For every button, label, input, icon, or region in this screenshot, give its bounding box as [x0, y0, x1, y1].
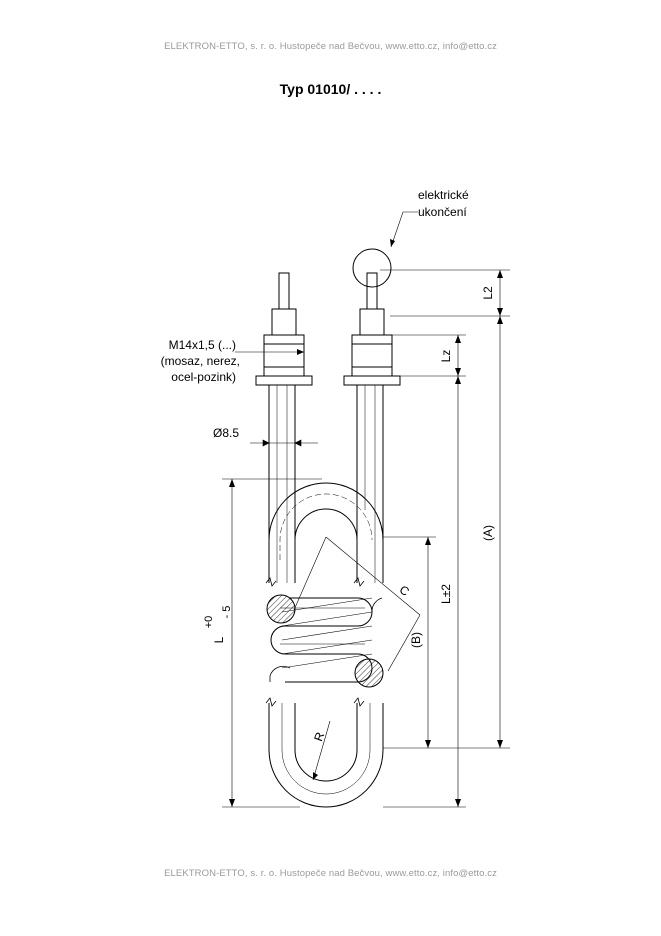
left-flange [255, 375, 313, 386]
Lz-label: Lz [439, 350, 453, 363]
B-label: (B) [409, 632, 423, 648]
page-header: ELEKTRON-ETTO, s. r. o. Hustopeče nad Be… [164, 41, 497, 52]
left-thread-nut [263, 334, 305, 377]
A-label: (A) [481, 525, 495, 541]
right-terminal-pin [366, 272, 378, 310]
right-flange [343, 375, 401, 386]
C-dim-line [325, 536, 421, 616]
terminal-label-1: elektrické [418, 188, 469, 202]
L2-label: L2 [481, 286, 495, 300]
thread-label-3: ocel-pozink) [171, 370, 236, 384]
upper-u-bend [268, 482, 384, 583]
coil-section-right [354, 658, 384, 688]
page-footer: ELEKTRON-ETTO, s. r. o. Hustopeče nad Be… [164, 868, 497, 879]
thread-label-1: M14x1,5 (...) [169, 338, 236, 352]
L-upper-tol-label: +0 [203, 616, 215, 629]
C-label: C [397, 583, 412, 600]
page-title: Typ 01010/ . . . . [279, 81, 382, 97]
left-terminal-pin [278, 272, 290, 310]
diameter-label: Ø8.5 [213, 426, 239, 440]
lower-u-bend [268, 703, 384, 808]
R-dim-line [312, 720, 331, 781]
L-lower-tol-label: - 5 [221, 606, 233, 619]
R-label: R [311, 730, 327, 743]
right-sleeve [359, 308, 385, 336]
L2tol-label: L±2 [439, 584, 453, 604]
left-sleeve [271, 308, 297, 336]
terminal-callout-circle [352, 248, 392, 288]
coil-section-left [266, 594, 296, 624]
L-main-label: L [212, 636, 226, 643]
thread-label-2: (mosaz, nerez, [161, 354, 240, 368]
terminal-label-2: ukončení [418, 205, 467, 219]
right-thread-nut [351, 334, 393, 377]
terminal-leader [390, 211, 418, 248]
